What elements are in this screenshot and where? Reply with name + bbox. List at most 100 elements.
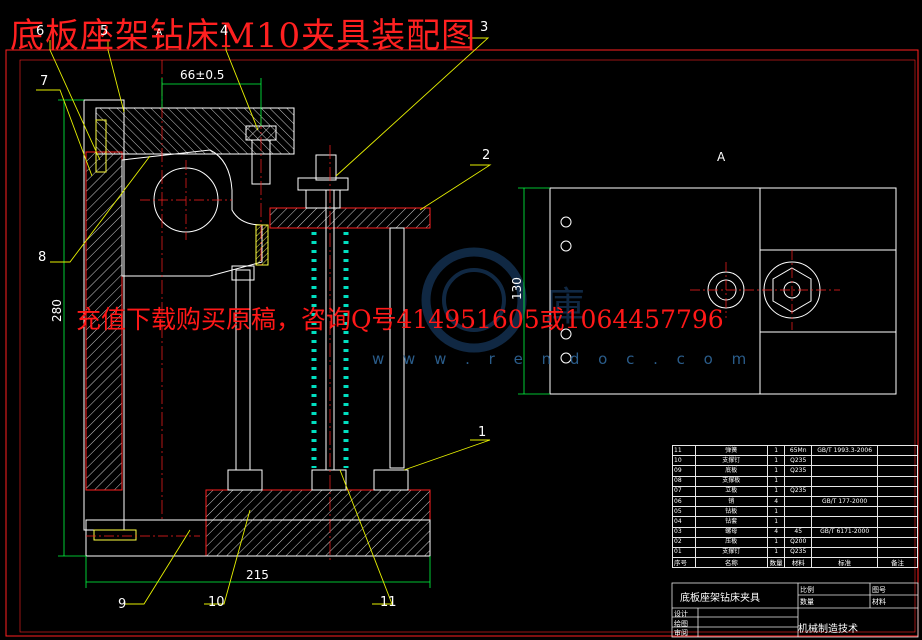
bom-cell-std: [811, 536, 879, 548]
left-column-hatch: [85, 151, 123, 491]
bom-cell-qty: 1: [766, 485, 786, 497]
bom-cell-note: [877, 536, 918, 548]
bom-cell-mat: 65Mn: [784, 444, 813, 457]
bom-cell-std: [811, 455, 879, 467]
dim-width-bottom: 215: [246, 568, 269, 582]
bom-header-mat: 材料: [784, 557, 813, 569]
bom-cell-name: 底板: [694, 465, 768, 477]
leader-2: 2: [482, 148, 491, 163]
bom-cell-no: 07: [672, 485, 696, 497]
leader-lines: [36, 37, 492, 605]
bom-cell-no: 04: [672, 516, 696, 528]
leader-8: 8: [38, 250, 47, 265]
bom-cell-std: GB/T 6171-2000: [811, 526, 879, 538]
bom-cell-note: [877, 485, 918, 497]
bom-cell-std: [811, 485, 879, 497]
drawing-inner-border: [19, 59, 916, 633]
bom-cell-no: 11: [672, 444, 696, 457]
bom-header-std: 标准: [811, 557, 879, 569]
dim-width-top: 66±0.5: [180, 68, 225, 82]
base-boss-3: [373, 469, 409, 491]
bom-cell-note: [877, 516, 918, 528]
bom-cell-qty: 1: [766, 455, 786, 467]
bom-cell-mat: 45: [784, 526, 813, 538]
dim-height-left: 280: [50, 299, 64, 322]
tb-check-label: 审阅: [674, 629, 688, 637]
bom-cell-std: [811, 465, 879, 477]
view-label: A: [717, 150, 726, 164]
title-block-org: 机械制造技术: [798, 624, 858, 635]
bom-cell-qty: 1: [766, 536, 786, 548]
bom-cell-name: 弹簧: [694, 444, 768, 457]
bom-cell-name: 支撑钉: [694, 546, 768, 559]
bom-cell-mat: [784, 475, 813, 487]
bom-cell-qty: 4: [766, 495, 786, 508]
tb-draw-label: 绘图: [674, 620, 688, 628]
watermark-glyph: 庫: [545, 284, 585, 330]
bom-cell-no: 03: [672, 526, 696, 538]
bom-cell-qty: 1: [766, 444, 786, 457]
support-post-left-top: [231, 265, 255, 281]
bom-cell-no: 09: [672, 465, 696, 477]
clamp-plate: [269, 207, 431, 229]
bom-cell-qty: 1: [766, 475, 786, 487]
bom-cell-qty: 1: [766, 546, 786, 559]
leader-6: 6: [36, 24, 45, 39]
bom-cell-std: GB/T 1993.3-2006: [811, 444, 879, 457]
leader-11: 11: [380, 595, 397, 610]
bom-cell-note: [877, 526, 918, 538]
bom-cell-mat: Q235: [784, 465, 813, 477]
tb-scale-label: 比例: [800, 586, 814, 594]
view-a-outline: [549, 187, 897, 395]
stud-top: [315, 154, 337, 181]
bottom-screw: [93, 529, 137, 541]
bom-cell-mat: Q235: [784, 485, 813, 497]
bom-cell-std: [811, 475, 879, 487]
top-arrow-label: A: [156, 28, 163, 38]
spring: [311, 232, 349, 468]
view-a-centerlines: [690, 250, 840, 330]
base-plate: [205, 489, 431, 557]
tb-material-label: 材料: [872, 598, 886, 606]
bom-cell-no: 10: [672, 455, 696, 467]
bom-cell-std: GB/T 177-2000: [811, 495, 879, 508]
leader-1: 1: [478, 425, 487, 440]
tb-drawing-no-label: 图号: [872, 586, 886, 594]
bom-cell-no: 08: [672, 475, 696, 487]
bom-cell-std: [811, 506, 879, 518]
bom-cell-name: 支撑钉: [694, 455, 768, 467]
bom-cell-note: [877, 495, 918, 508]
bom-cell-std: [811, 546, 879, 559]
tb-design-label: 设计: [674, 610, 688, 618]
bom-cell-name: 钻套: [694, 516, 768, 528]
bom-header-name: 名称: [694, 557, 768, 569]
drawing-border: [5, 49, 919, 637]
bom-cell-qty: 4: [766, 526, 786, 538]
locating-pin: [95, 119, 107, 173]
clamp-nut-top: [305, 189, 341, 209]
bom-cell-qty: 1: [766, 465, 786, 477]
bom-header-row: 序号名称数量材料标准备注: [672, 557, 918, 569]
bom-cell-name: 支撑板: [694, 475, 768, 487]
bom-cell-no: 01: [672, 546, 696, 559]
tb-qty-label: 数量: [800, 598, 814, 606]
bom-cell-name: 压板: [694, 536, 768, 548]
bom-cell-note: [877, 506, 918, 518]
leader-7: 7: [40, 74, 49, 89]
bom-cell-mat: Q235: [784, 546, 813, 559]
bom-cell-note: [877, 465, 918, 477]
bom-cell-note: [877, 444, 918, 457]
bom-cell-note: [877, 475, 918, 487]
bom-cell-name: 螺母: [694, 526, 768, 538]
base-plate-outline: [85, 519, 431, 557]
